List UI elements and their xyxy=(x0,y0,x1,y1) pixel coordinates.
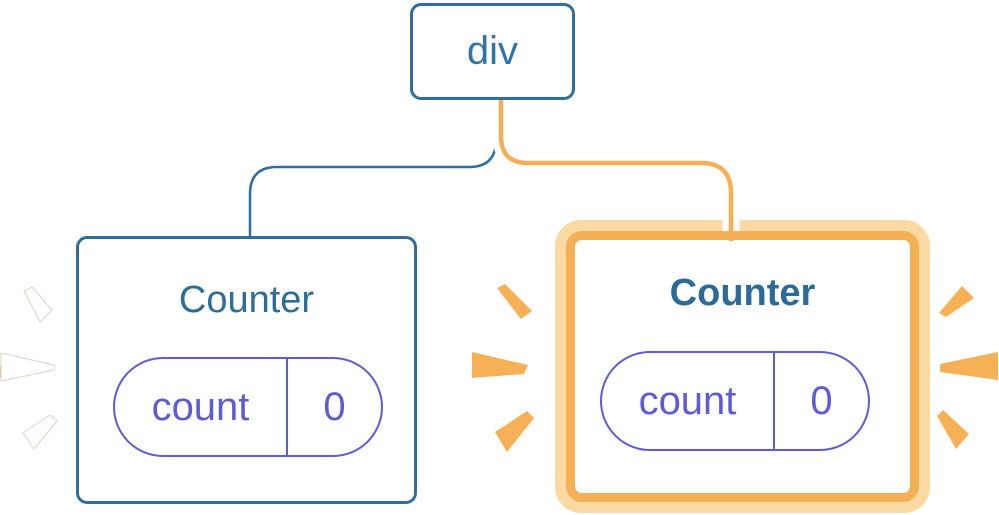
burst-ray-icon xyxy=(939,286,974,317)
state-value: 0 xyxy=(810,378,833,423)
state-key: count xyxy=(115,359,288,455)
counter-card-left: Counter count 0 xyxy=(76,236,417,504)
edge-casing xyxy=(492,98,740,231)
counter-card-right-highlight-ring: Counter count 0 xyxy=(555,220,930,513)
root-node-div: div xyxy=(410,3,575,100)
burst-ray-icon xyxy=(0,352,55,382)
state-pill: count 0 xyxy=(113,357,383,457)
burst-ray-icon xyxy=(495,411,534,452)
root-node-label: div xyxy=(466,29,519,73)
burst-ray-icon xyxy=(497,284,532,319)
burst-ray-icon xyxy=(940,352,998,380)
state-key: count xyxy=(602,353,775,449)
burst-ray-icon xyxy=(22,414,58,450)
burst-ray-icon xyxy=(937,410,969,449)
state-pill: count 0 xyxy=(600,351,870,451)
edge-to-left-child xyxy=(248,100,498,238)
component-title: Counter xyxy=(669,272,816,314)
burst-ray-icon xyxy=(472,352,528,378)
burst-ray-icon xyxy=(0,366,6,378)
burst-ray-icon xyxy=(23,286,53,323)
counter-card-right: Counter count 0 xyxy=(566,231,919,502)
state-value: 0 xyxy=(323,384,346,429)
component-title: Counter xyxy=(178,279,315,321)
